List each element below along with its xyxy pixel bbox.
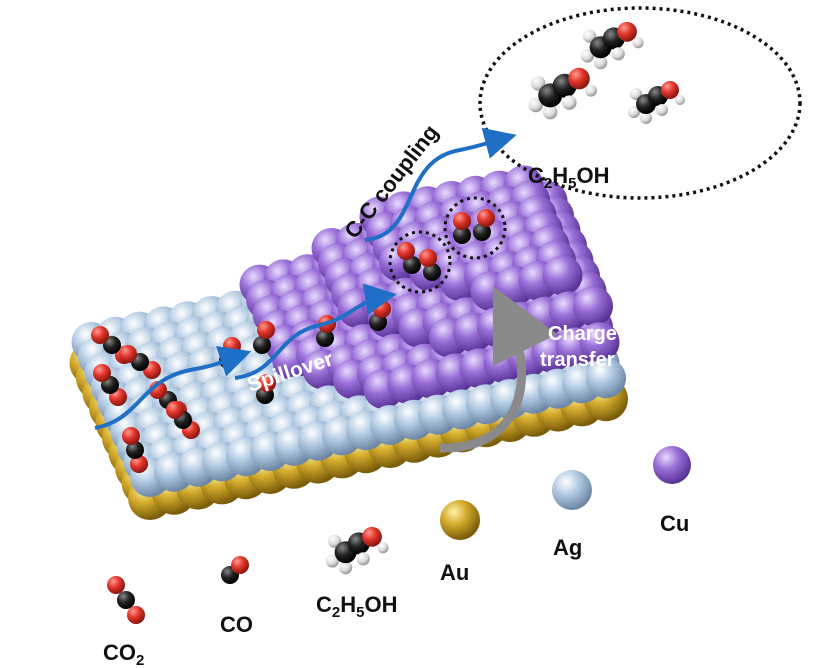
carbon-atom (253, 336, 271, 354)
oxygen-atom (661, 81, 679, 99)
oxygen-atom (130, 455, 148, 473)
legend-label-cu: Cu (660, 511, 689, 536)
cc-coupling-arrow (364, 127, 517, 242)
carbon-atom (453, 226, 471, 244)
carbon-atom (403, 256, 421, 274)
hydrogen-atom (675, 95, 685, 105)
legend-label-ag: Ag (553, 535, 582, 560)
ag-legend-sphere (552, 470, 592, 510)
hydrogen-atom (528, 97, 543, 113)
oxygen-atom (568, 67, 590, 90)
co-pair-circle-2 (443, 196, 507, 260)
product-dotted-ellipse (478, 6, 802, 200)
oxygen-atom (127, 606, 145, 624)
spillover-arrow-2 (234, 283, 397, 380)
carbon-atom (103, 336, 121, 354)
hydrogen-atom (325, 554, 339, 568)
hydrogen-atom (585, 84, 597, 97)
cu-atom (579, 322, 620, 363)
oxygen-atom (419, 249, 437, 267)
carbon-atom (117, 591, 135, 609)
legend-label-co2: CO2 (103, 640, 144, 668)
hydrogen-atom (628, 106, 640, 118)
oxygen-atom (93, 364, 111, 382)
cu-atom (542, 255, 583, 296)
oxygen-atom (122, 427, 140, 445)
cu-legend-sphere (653, 446, 691, 484)
co-pair-circle-1 (388, 230, 452, 294)
oxygen-atom (477, 209, 495, 227)
hydrogen-atom (543, 105, 558, 120)
legend-label-au: Au (440, 560, 469, 585)
oxygen-atom (617, 21, 637, 42)
hydrogen-atom (640, 112, 652, 124)
oxygen-atom (107, 576, 125, 594)
oxygen-atom (257, 321, 275, 339)
hydrogen-atom (632, 37, 644, 49)
oxygen-atom (362, 526, 382, 547)
carbon-atom (316, 329, 334, 347)
au-legend-sphere (440, 500, 480, 540)
hydrogen-atom (356, 552, 370, 566)
carbon-atom (423, 263, 441, 281)
ag-atom (586, 358, 626, 399)
hydrogen-atom (656, 104, 668, 116)
oxygen-atom (166, 401, 184, 419)
charge-transfer-arrow (439, 285, 558, 453)
cu-atom (573, 286, 613, 327)
charge-transfer-label-line2: transfer (540, 349, 615, 371)
legend (221, 446, 691, 584)
hydrogen-atom (580, 49, 595, 63)
oxygen-atom (258, 374, 276, 392)
spillover-arrow-1 (94, 346, 252, 430)
oxygen-atom (397, 242, 415, 260)
oxygen-atom (231, 556, 249, 574)
hydrogen-atom (339, 561, 353, 575)
oxygen-atom (91, 326, 109, 344)
oxygen-atom (373, 300, 391, 318)
legend-label-co: CO (220, 612, 253, 637)
product-label: C2H5OH (528, 163, 609, 192)
oxygen-atom (119, 345, 137, 363)
oxygen-atom (453, 212, 471, 230)
hydrogen-atom (562, 95, 577, 110)
hydrogen-atom (377, 542, 389, 554)
oxygen-atom (223, 337, 241, 355)
hydrogen-atom (594, 56, 608, 70)
carbon-atom (126, 441, 144, 459)
charge-transfer-label-line1: Charge (548, 323, 617, 345)
carbon-atom (473, 223, 491, 241)
hydrogen-atom (611, 47, 625, 61)
molecules (91, 21, 685, 624)
legend-label-ethanol: C2H5OH (316, 592, 397, 621)
